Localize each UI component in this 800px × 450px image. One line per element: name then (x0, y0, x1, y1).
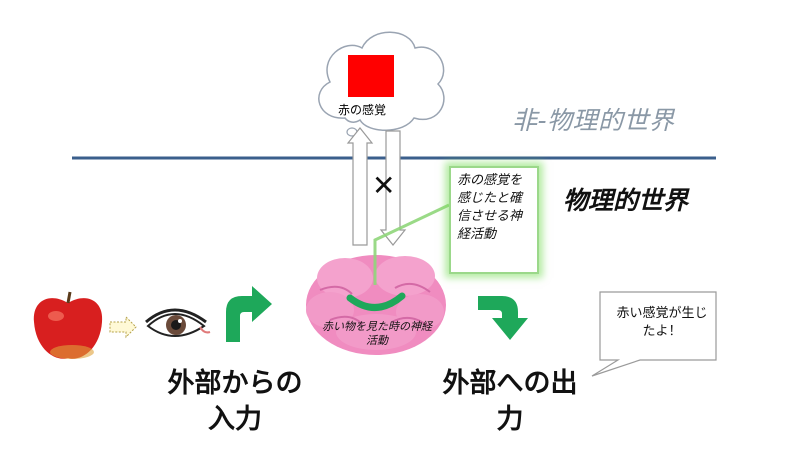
physical-world-label: 物理的世界 (563, 186, 689, 215)
up-arrow-icon (346, 127, 374, 246)
brain-caption: 赤い物を見た時の神経活動 (322, 320, 432, 347)
input-label: 外部からの入力 (167, 368, 303, 435)
apple-icon (33, 291, 103, 359)
speech-bubble (591, 291, 717, 377)
eye-icon (145, 308, 211, 337)
callout-connector (373, 203, 450, 285)
sensation-caption: 赤の感覚 (338, 103, 387, 117)
red-square-icon (348, 55, 394, 97)
neural-callout-box: 赤の感覚を感じたと確信させる神経活動 (449, 166, 539, 274)
input-arrow-icon (226, 286, 272, 342)
down-arrow-icon (379, 130, 407, 246)
non-physical-world-label: 非-物理的世界 (512, 106, 675, 135)
output-label: 外部への出力 (442, 368, 578, 435)
output-arrow-icon (478, 296, 528, 340)
blocked-cross-icon: ✕ (372, 169, 396, 202)
neural-activity-arc (346, 292, 406, 311)
speech-text: 赤い感覚が生じたよ！ (616, 306, 708, 339)
dotted-arrow-icon (109, 315, 137, 339)
